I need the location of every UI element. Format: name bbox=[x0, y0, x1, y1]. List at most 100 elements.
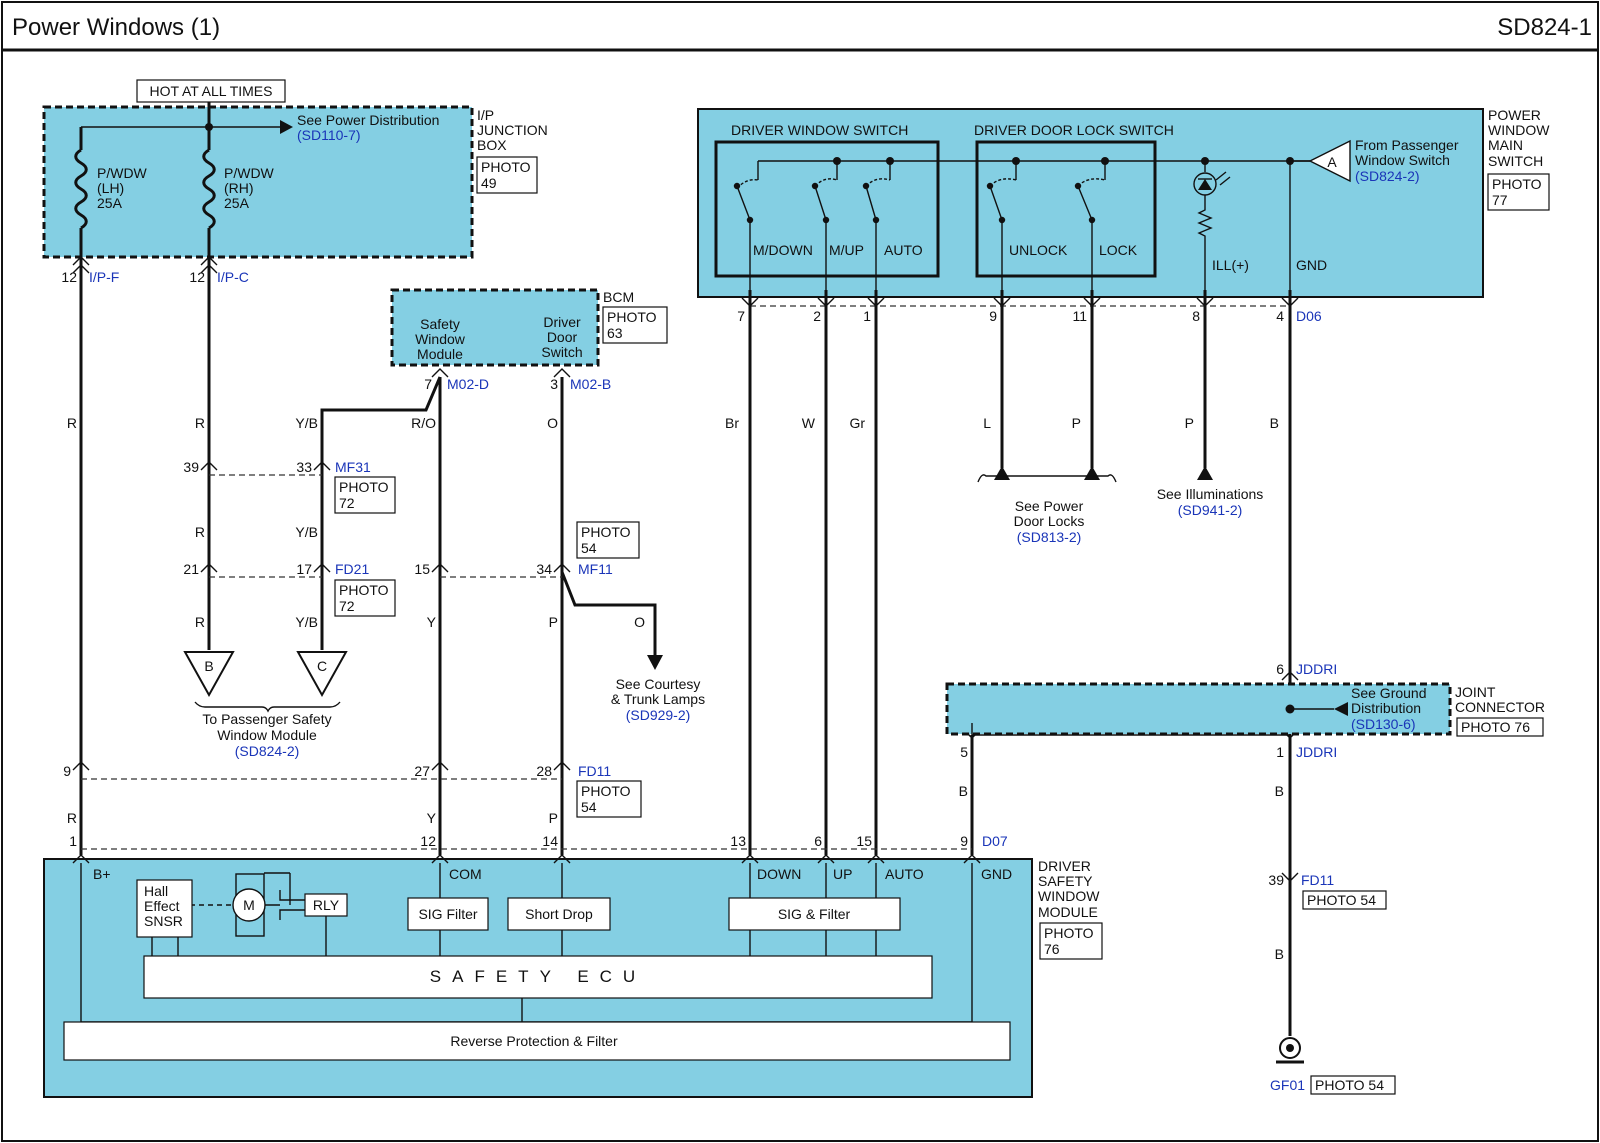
svg-text:DRIVER WINDOW SWITCH: DRIVER WINDOW SWITCH bbox=[731, 122, 908, 138]
svg-text:(SD130-6): (SD130-6) bbox=[1351, 716, 1416, 732]
svg-text:GND: GND bbox=[981, 866, 1012, 882]
svg-text:39: 39 bbox=[183, 459, 199, 475]
svg-text:4: 4 bbox=[1276, 308, 1284, 324]
svg-text:7: 7 bbox=[424, 376, 432, 392]
arrow-right-icon bbox=[280, 120, 293, 134]
resistor-icon bbox=[1197, 195, 1213, 291]
svg-text:(RH): (RH) bbox=[224, 180, 254, 196]
svg-text:(SD813-2): (SD813-2) bbox=[1017, 529, 1082, 545]
svg-text:MODULE: MODULE bbox=[1038, 904, 1098, 920]
svg-text:B: B bbox=[204, 658, 213, 674]
svg-text:49: 49 bbox=[481, 175, 497, 191]
svg-text:UP: UP bbox=[833, 866, 852, 882]
fuse-icon bbox=[202, 148, 216, 230]
bcm-module: Safety Window Module Driver Door Switch … bbox=[390, 288, 668, 392]
svg-text:B: B bbox=[959, 783, 968, 799]
svg-text:PHOTO: PHOTO bbox=[339, 479, 389, 495]
svg-text:21: 21 bbox=[183, 561, 199, 577]
svg-text:M/UP: M/UP bbox=[829, 242, 864, 258]
svg-text:P: P bbox=[549, 810, 558, 826]
svg-text:PHOTO: PHOTO bbox=[481, 159, 531, 175]
svg-text:Reverse Protection & Filter: Reverse Protection & Filter bbox=[450, 1033, 618, 1049]
svg-text:I/P: I/P bbox=[477, 107, 494, 123]
svg-text:Gr: Gr bbox=[849, 415, 865, 431]
svg-text:DRIVER DOOR LOCK SWITCH: DRIVER DOOR LOCK SWITCH bbox=[974, 122, 1174, 138]
svg-text:Window Module: Window Module bbox=[217, 727, 317, 743]
svg-text:MF11: MF11 bbox=[578, 561, 613, 577]
svg-text:M: M bbox=[243, 897, 255, 913]
svg-text:BCM: BCM bbox=[603, 289, 634, 305]
svg-text:Y/B: Y/B bbox=[295, 415, 318, 431]
svg-text:28: 28 bbox=[536, 763, 552, 779]
svg-text:PHOTO: PHOTO bbox=[339, 582, 389, 598]
svg-text:PHOTO 54: PHOTO 54 bbox=[1307, 892, 1376, 908]
svg-text:I/P-F: I/P-F bbox=[89, 269, 119, 285]
svg-text:72: 72 bbox=[339, 598, 355, 614]
svg-text:AUTO: AUTO bbox=[885, 866, 924, 882]
svg-text:I/P-C: I/P-C bbox=[217, 269, 249, 285]
svg-text:P/WDW: P/WDW bbox=[224, 165, 275, 181]
svg-text:76: 76 bbox=[1044, 941, 1060, 957]
svg-text:Safety: Safety bbox=[420, 316, 460, 332]
svg-text:See Illuminations: See Illuminations bbox=[1157, 486, 1264, 502]
svg-text:P: P bbox=[549, 614, 558, 630]
svg-text:Short Drop: Short Drop bbox=[525, 906, 593, 922]
svg-text:B+: B+ bbox=[93, 866, 111, 882]
svg-text:O: O bbox=[547, 415, 558, 431]
svg-text:39: 39 bbox=[1268, 872, 1284, 888]
arrow-up-icon bbox=[1197, 466, 1213, 480]
svg-text:WINDOW: WINDOW bbox=[1038, 888, 1100, 904]
svg-text:54: 54 bbox=[581, 540, 597, 556]
svg-text:9: 9 bbox=[989, 308, 997, 324]
svg-text:FD11: FD11 bbox=[1301, 872, 1334, 888]
connector-tag-c bbox=[296, 651, 348, 698]
svg-text:Door: Door bbox=[547, 329, 578, 345]
joint-connector: See Ground Distribution (SD130-6) JOINT … bbox=[945, 661, 1545, 855]
svg-text:B: B bbox=[1270, 415, 1279, 431]
svg-text:PHOTO: PHOTO bbox=[581, 783, 631, 799]
svg-text:Switch: Switch bbox=[541, 344, 582, 360]
svg-text:Window Switch: Window Switch bbox=[1355, 152, 1450, 168]
svg-text:From Passenger: From Passenger bbox=[1355, 137, 1459, 153]
svg-text:25A: 25A bbox=[97, 195, 123, 211]
svg-text:13: 13 bbox=[730, 833, 746, 849]
svg-text:R: R bbox=[67, 415, 77, 431]
svg-text:W: W bbox=[802, 415, 816, 431]
motor-icon bbox=[232, 888, 266, 922]
svg-text:11: 11 bbox=[1072, 308, 1087, 324]
svg-text:25A: 25A bbox=[224, 195, 250, 211]
svg-text:O: O bbox=[634, 614, 645, 630]
svg-text:GF01: GF01 bbox=[1270, 1077, 1305, 1093]
svg-text:M02-D: M02-D bbox=[447, 376, 489, 392]
svg-text:Distribution: Distribution bbox=[1351, 700, 1421, 716]
svg-text:SIG & Filter: SIG & Filter bbox=[778, 906, 851, 922]
svg-text:C: C bbox=[317, 658, 327, 674]
svg-text:Y: Y bbox=[427, 614, 437, 630]
svg-text:DOWN: DOWN bbox=[757, 866, 801, 882]
svg-text:SIG Filter: SIG Filter bbox=[418, 906, 477, 922]
arrow-up-icon bbox=[1084, 466, 1100, 480]
svg-text:12: 12 bbox=[420, 833, 436, 849]
svg-text:(SD941-2): (SD941-2) bbox=[1178, 502, 1243, 518]
svg-text:Window: Window bbox=[415, 331, 466, 347]
driver-safety-window-module: 1 12 14 13 6 15 9 D07 B+ COM DOWN UP AUT… bbox=[43, 833, 1103, 1098]
svg-text:B: B bbox=[1275, 946, 1284, 962]
connector-chevrons bbox=[72, 256, 1299, 882]
svg-text:54: 54 bbox=[581, 799, 597, 815]
svg-text:5: 5 bbox=[960, 744, 968, 760]
svg-text:A: A bbox=[1327, 154, 1337, 170]
svg-text:See Ground: See Ground bbox=[1351, 685, 1427, 701]
svg-text:6: 6 bbox=[1276, 661, 1284, 677]
arrow-left-icon bbox=[1334, 702, 1348, 716]
svg-text:JDDRI: JDDRI bbox=[1296, 744, 1337, 760]
svg-text:Y: Y bbox=[427, 810, 437, 826]
svg-text:1: 1 bbox=[69, 833, 77, 849]
svg-text:BOX: BOX bbox=[477, 137, 507, 153]
svg-text:SNSR: SNSR bbox=[144, 913, 183, 929]
svg-text:MAIN: MAIN bbox=[1488, 137, 1523, 153]
svg-text:JUNCTION: JUNCTION bbox=[477, 122, 548, 138]
svg-text:(SD929-2): (SD929-2) bbox=[626, 707, 691, 723]
svg-text:B: B bbox=[1275, 783, 1284, 799]
svg-text:L: L bbox=[983, 415, 991, 431]
svg-text:PHOTO: PHOTO bbox=[1492, 176, 1542, 192]
